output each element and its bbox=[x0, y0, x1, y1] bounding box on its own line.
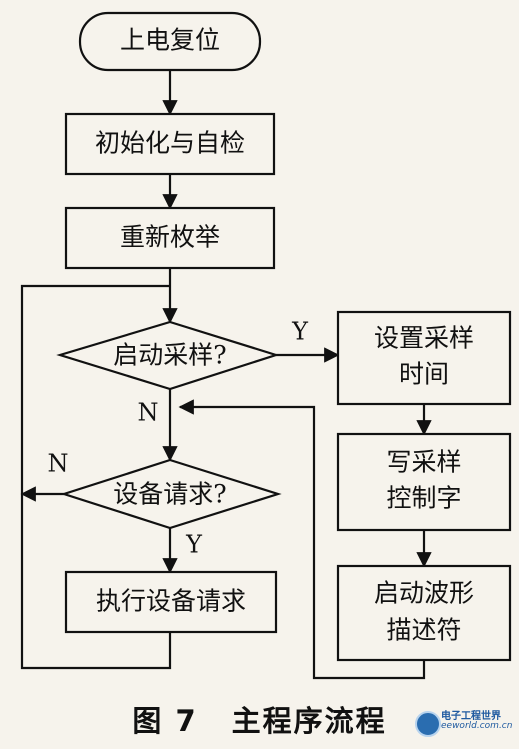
label-sampling-no: N bbox=[138, 399, 159, 427]
node-write-control-word: 写采样 控制字 bbox=[336, 432, 512, 532]
label-request-yes: Y bbox=[185, 531, 203, 559]
label-request-no: N bbox=[48, 450, 69, 478]
connectors bbox=[20, 70, 432, 680]
node-descriptor-line1: 启动波形 bbox=[374, 579, 474, 608]
node-execute-request: 执行设备请求 bbox=[64, 570, 278, 634]
node-start-waveform-descriptor: 启动波形 描述符 bbox=[336, 564, 512, 662]
node-power-on-reset: 上电复位 bbox=[78, 11, 262, 72]
figure-title: 主程序流程 bbox=[231, 704, 387, 738]
node-re-enumerate: 重新枚举 bbox=[64, 206, 276, 270]
figure-number: 图 7 bbox=[132, 704, 198, 738]
node-init-self-check: 初始化与自检 bbox=[64, 112, 276, 176]
node-enumerate-label: 重新枚举 bbox=[120, 223, 220, 252]
node-set-time-line1: 设置采样 bbox=[374, 324, 474, 353]
decision-device-request: 设备请求? bbox=[60, 458, 282, 530]
node-power-on-reset-label: 上电复位 bbox=[120, 26, 220, 55]
figure-caption: 图 7 主程序流程 bbox=[0, 698, 519, 740]
decision-start-sampling: 启动采样? bbox=[56, 320, 280, 391]
site-logo-icon bbox=[415, 711, 441, 737]
watermark-url: eeworld.com.cn bbox=[441, 721, 513, 731]
node-write-line2: 控制字 bbox=[386, 484, 461, 513]
node-init-label: 初始化与自检 bbox=[95, 129, 245, 158]
node-set-sample-time: 设置采样 时间 bbox=[336, 310, 512, 406]
loop-execute-to-top bbox=[20, 284, 172, 670]
node-set-time-line2: 时间 bbox=[399, 360, 449, 389]
node-descriptor-line2: 描述符 bbox=[386, 616, 461, 645]
decision-request-label: 设备请求? bbox=[113, 480, 226, 509]
decision-sampling-label: 启动采样? bbox=[113, 341, 226, 370]
loop-descriptor-to-main bbox=[178, 399, 426, 680]
site-watermark: 电子工程世界 eeworld.com.cn bbox=[415, 707, 513, 741]
node-execute-label: 执行设备请求 bbox=[96, 587, 246, 616]
watermark-title: 电子工程世界 bbox=[441, 711, 501, 722]
label-sampling-yes: Y bbox=[291, 318, 309, 346]
node-write-line1: 写采样 bbox=[386, 448, 461, 477]
